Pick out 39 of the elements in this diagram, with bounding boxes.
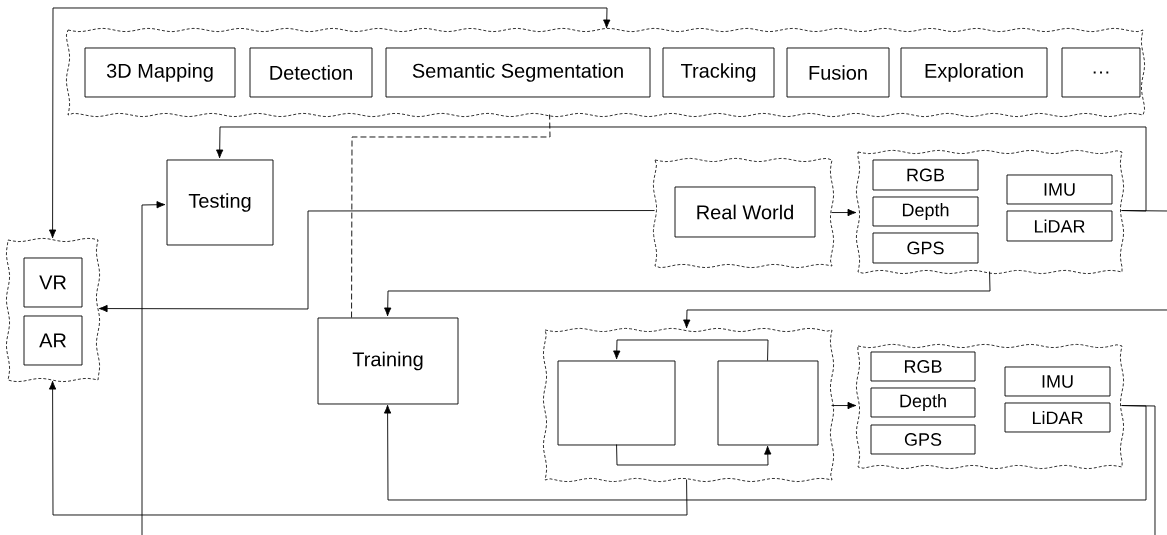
connector <box>1121 405 1156 535</box>
task-box: 3D Mapping <box>84 47 236 98</box>
process-box: Testing <box>166 159 274 246</box>
sensor-box: Depth <box>872 196 979 227</box>
arrow <box>383 404 1147 501</box>
arrow <box>831 401 857 410</box>
sensor-box: Depth <box>870 387 976 418</box>
connector <box>351 114 551 318</box>
arrow <box>831 208 857 217</box>
sensor-box: RGB <box>870 351 976 382</box>
task-box: Tracking <box>662 47 775 98</box>
arrow <box>48 380 688 516</box>
connector <box>1121 210 1167 212</box>
sensor-box: IMU <box>1006 174 1113 205</box>
task-box: Fusion <box>786 47 890 98</box>
arrow <box>613 339 769 361</box>
sensor-box: LiDAR <box>1004 402 1111 433</box>
arrow <box>141 201 166 535</box>
process-box: Training <box>317 317 459 405</box>
output-box: VR <box>23 257 83 308</box>
task-box: Exploration <box>900 47 1048 98</box>
sensor-box: GPS <box>872 232 979 264</box>
task-box: Semantic Segmentation <box>385 47 651 98</box>
task-box: … <box>1061 47 1141 98</box>
sensor-box: GPS <box>870 424 976 455</box>
arrow <box>616 444 772 466</box>
arrow <box>98 210 655 313</box>
output-box: AR <box>23 315 83 366</box>
task-box: Detection <box>249 47 373 98</box>
source-box: Real World <box>674 186 816 238</box>
sensor-box: IMU <box>1004 366 1111 397</box>
simulator-box <box>557 360 676 446</box>
sensor-box: LiDAR <box>1006 210 1113 242</box>
simulator-box <box>717 360 819 446</box>
arrow <box>48 7 611 239</box>
arrow <box>683 309 1167 329</box>
arrow <box>384 271 991 317</box>
arrow <box>216 126 1147 212</box>
sensor-box: RGB <box>872 159 979 191</box>
